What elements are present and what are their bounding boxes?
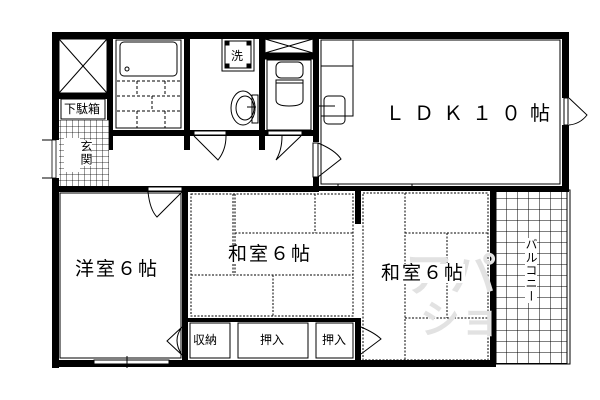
- japanese-room-1-label: 和室６帖: [228, 243, 313, 265]
- balcony-label: バルコニー: [524, 238, 538, 303]
- closet-2-label: 押入: [322, 333, 347, 347]
- storage-label: 収納: [193, 333, 218, 347]
- toilet-room: [264, 38, 314, 131]
- entrance-label: 玄関: [79, 140, 93, 166]
- western-room: [59, 192, 182, 368]
- door-swings: [147, 97, 588, 356]
- ldk-room: [318, 39, 561, 190]
- closet-x-mark: [58, 38, 108, 94]
- balcony: [495, 189, 571, 365]
- entrance: [42, 98, 109, 186]
- closet-1-label: 押入: [260, 333, 285, 347]
- western-room-label: 洋室６帖: [75, 258, 160, 280]
- shoe-box-label: 下駄箱: [64, 102, 101, 116]
- watermark-line-2: ショ: [420, 297, 500, 343]
- japanese-room-2-label: 和室６帖: [381, 262, 466, 284]
- washroom: [221, 37, 259, 126]
- bathroom: [115, 39, 182, 129]
- exterior-walls: [52, 32, 569, 368]
- washer-label: 洗: [231, 49, 243, 63]
- storage-closets: [189, 322, 354, 359]
- ldk-label: ＬＤＫ１０帖: [385, 101, 559, 125]
